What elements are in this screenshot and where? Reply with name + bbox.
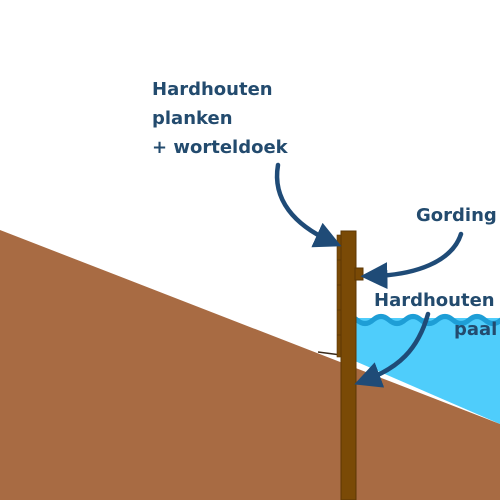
label-pole-line-1: Hardhouten bbox=[374, 290, 495, 311]
hardwood-pole bbox=[340, 230, 357, 500]
water-body bbox=[341, 318, 500, 424]
label-planks-line-3: + worteldoek bbox=[152, 137, 288, 158]
label-hardwood-planks: Hardhouten planken + worteldoek bbox=[152, 75, 288, 162]
label-pole-line-2: paal bbox=[454, 319, 498, 340]
purlin-block bbox=[354, 267, 364, 281]
arrow-gording-icon bbox=[360, 231, 464, 290]
label-hardwood-pole: Hardhouten paal bbox=[374, 286, 497, 344]
label-gording: Gording bbox=[416, 205, 497, 226]
arrow-planks-icon bbox=[274, 162, 342, 248]
label-planks-line-2: planken bbox=[152, 108, 233, 129]
soil-embankment bbox=[0, 230, 500, 500]
label-planks-line-1: Hardhouten bbox=[152, 79, 273, 100]
arrow-pole-icon bbox=[354, 311, 431, 388]
water-wave-line bbox=[339, 314, 500, 326]
